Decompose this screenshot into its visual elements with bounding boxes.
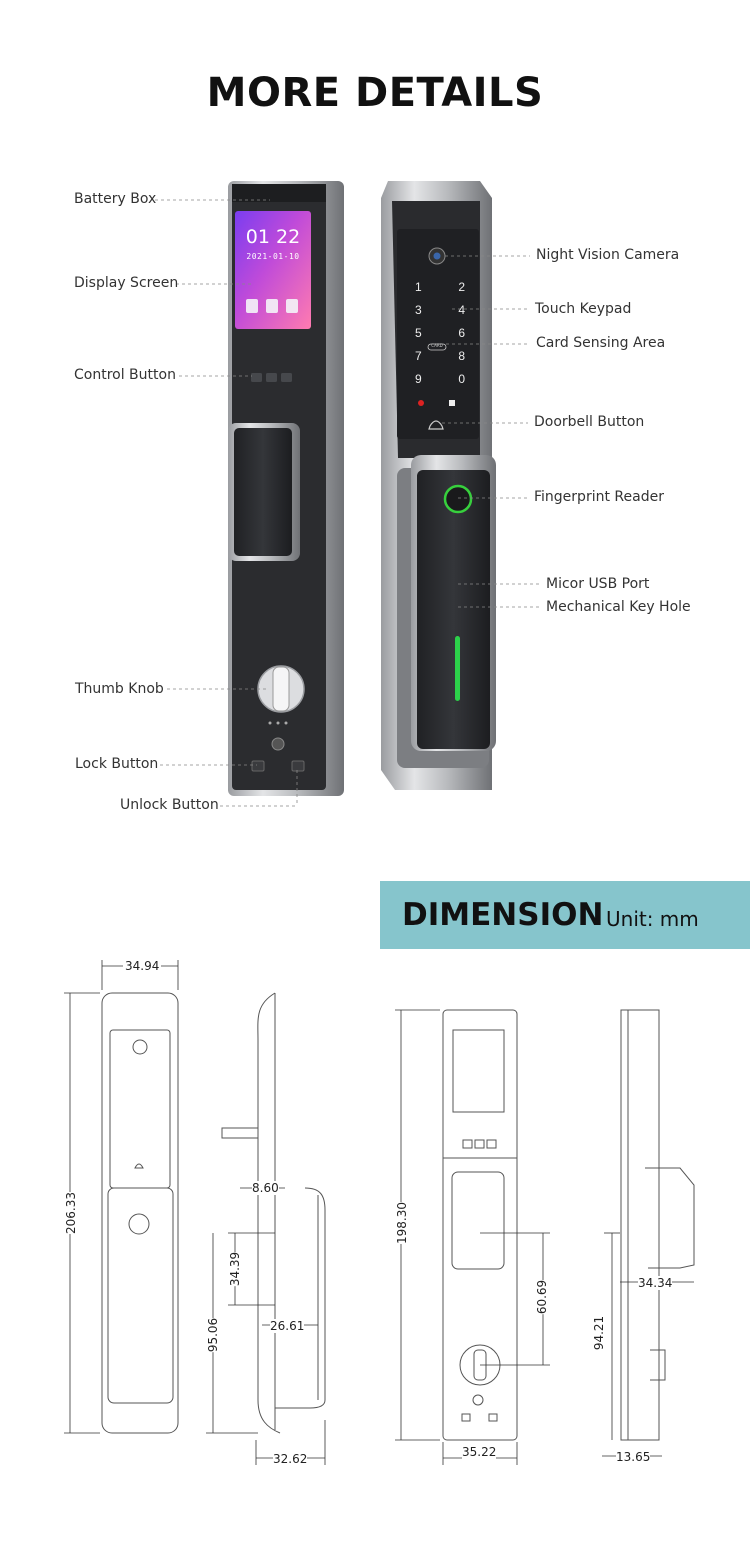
unlock-indicator-icon — [449, 400, 455, 406]
dim-side-total-depth: 32.62 — [273, 1452, 308, 1466]
keypad-key: 4 — [458, 303, 465, 317]
keypad-key: 6 — [458, 326, 465, 340]
callout-card-sensing-area: Card Sensing Area — [536, 335, 666, 351]
callout-touch-keypad: Touch Keypad — [535, 301, 632, 317]
dim-inner-height: 198.30 — [395, 1202, 409, 1244]
keypad-key: 1 — [415, 280, 422, 294]
callout-mechanical-key-hole: Mechanical Key Hole — [546, 599, 691, 615]
keypad-key: 8 — [458, 349, 465, 363]
keypad-key: 7 — [415, 349, 422, 363]
inner-side-outline — [620, 1009, 660, 1441]
dimension-heading: DIMENSION — [402, 897, 604, 933]
dimension-lines — [64, 960, 694, 1465]
unlock-button-icon — [291, 760, 305, 772]
card-label: CARD — [431, 343, 443, 348]
dim-side-handle-height: 34.39 — [228, 1251, 243, 1287]
side-outline-1 — [257, 992, 281, 1434]
screen-time: 01 22 — [245, 226, 301, 248]
callout-micor-usb-port: Micor USB Port — [546, 576, 650, 592]
dimension-drawings — [101, 992, 695, 1441]
inner-outline — [442, 1009, 518, 1441]
callout-control-button: Control Button — [74, 367, 176, 383]
control-buttons — [251, 373, 292, 382]
keypad-key: 3 — [415, 303, 422, 317]
dim-side-depth-top: 8.60 — [252, 1181, 279, 1195]
dimension-unit: Unit: mm — [606, 907, 699, 931]
app-icon — [266, 299, 278, 313]
dim-front-width: 34.94 — [123, 959, 162, 973]
screen-date: 2021-01-10 — [246, 252, 300, 261]
dim-inner-handle-height: 60.69 — [535, 1279, 550, 1315]
page-title: MORE DETAILS — [206, 70, 544, 116]
callout-lines — [155, 199, 540, 807]
keypad-key: 0 — [458, 372, 465, 386]
status-light — [455, 636, 460, 701]
dim-front-height: 206.33 — [64, 1192, 78, 1234]
dim-inner-side-depth: 13.65 — [616, 1450, 651, 1464]
gear-icon — [286, 299, 298, 313]
keypad-key: 5 — [415, 326, 422, 340]
callout-lock-button: Lock Button — [75, 756, 159, 772]
dim-inner-side-handle: 34.34 — [638, 1276, 673, 1290]
dim-inner-width: 35.22 — [462, 1445, 497, 1459]
front-panel-lock — [381, 181, 496, 790]
app-icon — [246, 299, 258, 313]
bell-icon — [428, 420, 444, 430]
callout-display-screen: Display Screen — [74, 275, 179, 291]
callout-night-vision-camera: Night Vision Camera — [536, 247, 680, 263]
keypad-key: 9 — [415, 372, 422, 386]
dim-inner-side-lower: 94.21 — [592, 1315, 607, 1351]
dim-side-lower-height: 95.06 — [206, 1317, 221, 1353]
callout-doorbell-button: Doorbell Button — [534, 414, 645, 430]
callout-thumb-knob: Thumb Knob — [75, 681, 164, 697]
callout-battery-box: Battery Box — [74, 191, 157, 207]
key-cylinder — [271, 737, 285, 751]
dim-side-handle-depth: 26.61 — [270, 1319, 305, 1333]
dimension-banner: DIMENSION Unit: mm — [380, 881, 750, 949]
lock-button-icon — [251, 760, 265, 772]
callout-fingerprint-reader: Fingerprint Reader — [534, 489, 664, 505]
lock-indicator-icon — [418, 400, 424, 406]
callout-unlock-button: Unlock Button — [120, 797, 219, 813]
keypad-key: 2 — [458, 280, 465, 294]
fingerprint-sensor — [443, 484, 473, 514]
keypad: 1 2 3 4 5 6 7 8 9 0 — [415, 280, 465, 395]
back-panel-lock — [228, 181, 344, 796]
front-outline — [101, 992, 179, 1434]
